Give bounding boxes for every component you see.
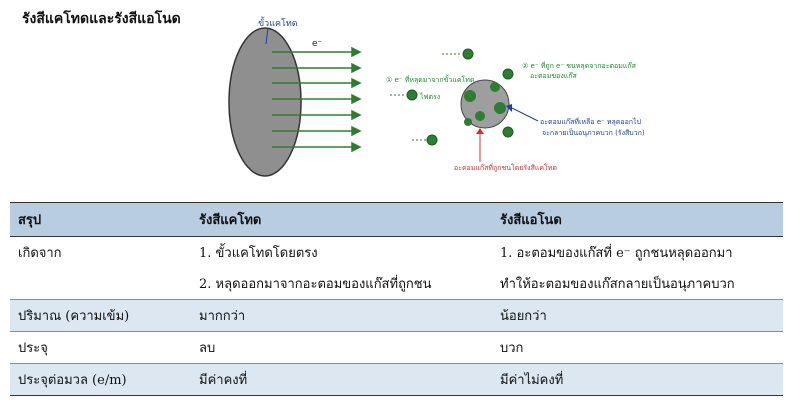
note-positive-particle-1: อะตอมแก๊สที่เหลือ e⁻ หลุดออกไป (540, 117, 642, 126)
cell-anode-intensity: น้อยกว่า (492, 299, 783, 332)
header-anode-ray: รังสีแอโนด (492, 202, 783, 237)
page-title: รังสีแคโทดและรังสีแอโนด (22, 11, 181, 27)
row-label-intensity: ปริมาณ (ความเข้ม) (10, 299, 191, 332)
note-positive-particle-2: จะกลายเป็นอนุภาคบวก (รังสีบวก) (542, 128, 645, 137)
electron-label: e⁻ (312, 39, 323, 49)
cell-cathode-intensity: มากกว่า (191, 299, 492, 332)
cell-anode-origin-2: ทำให้อะตอมของแก๊สกลายเป็นอนุภาคบวก (500, 277, 735, 292)
note-gas-atom: อะตอมของแก๊ส (530, 72, 577, 80)
cell-anode-charge: บวก (492, 331, 783, 364)
header-cathode-ray: รังสีแคโทด (191, 202, 492, 237)
electrons (406, 48, 514, 146)
note-knocked-electrons: ② e⁻ ที่ถูก e⁻ ชนหลุดจากอะตอมแก๊ส (522, 61, 637, 70)
header-summary: สรุป (10, 202, 191, 237)
table-row: ปริมาณ (ความเข้ม) มากกว่า น้อยกว่า (10, 299, 783, 332)
table-row: 2. หลุดออกมาจากอะตอมของแก๊สที่ถูกชน ทำให… (10, 268, 783, 300)
cell-cathode-origin-1: 1. ขั้วแคโทดโดยตรง (199, 246, 318, 261)
table-header: สรุป รังสีแคโทด รังสีแอโนด (10, 202, 783, 237)
table-row: ประจุต่อมวล (e/m) มีค่าคงที่ มีค่าไม่คงท… (10, 363, 783, 396)
row-label-origin-cont (10, 268, 191, 300)
cathode-ray-arrows (272, 46, 362, 153)
note-cathode-electrons: ① e⁻ ที่หลุดมาจากขั้วแคโทด (386, 73, 474, 84)
row-label-charge-mass: ประจุต่อมวล (e/m) (10, 363, 191, 396)
row-label-origin: เกิดจาก (18, 246, 62, 261)
cathode-ray-diagram: ขั้วแคโทด e⁻ ① e⁻ ที่หลุดมาจากขั้วแคโทด … (228, 16, 645, 177)
note-direct: ไฟตรง (419, 92, 440, 101)
cell-cathode-charge-mass: มีค่าคงที่ (191, 363, 492, 396)
cathode-plate (228, 27, 302, 177)
note-hit-gas-atom: อะตอมแก๊สที่ถูกชนโดยรังสีแคโทด (454, 163, 557, 172)
cathode-label: ขั้วแคโทด (258, 16, 298, 29)
cell-cathode-charge: ลบ (191, 331, 492, 364)
table-row: ประจุ ลบ บวก (10, 331, 783, 364)
cell-anode-origin-1: 1. อะตอมของแก๊สที่ e⁻ ถูกชนหลุดออกมา (500, 246, 733, 261)
summary-table: สรุป รังสีแคโทด รังสีแอโนด เกิดจาก 1. ขั… (10, 202, 783, 396)
table-row: เกิดจาก 1. ขั้วแคโทดโดยตรง 1. อะตอมของแก… (10, 237, 783, 269)
cell-cathode-origin-2: 2. หลุดออกมาจากอะตอมของแก๊สที่ถูกชน (199, 277, 432, 292)
cell-anode-charge-mass: มีค่าไม่คงที่ (492, 363, 783, 396)
row-label-charge: ประจุ (10, 331, 191, 364)
